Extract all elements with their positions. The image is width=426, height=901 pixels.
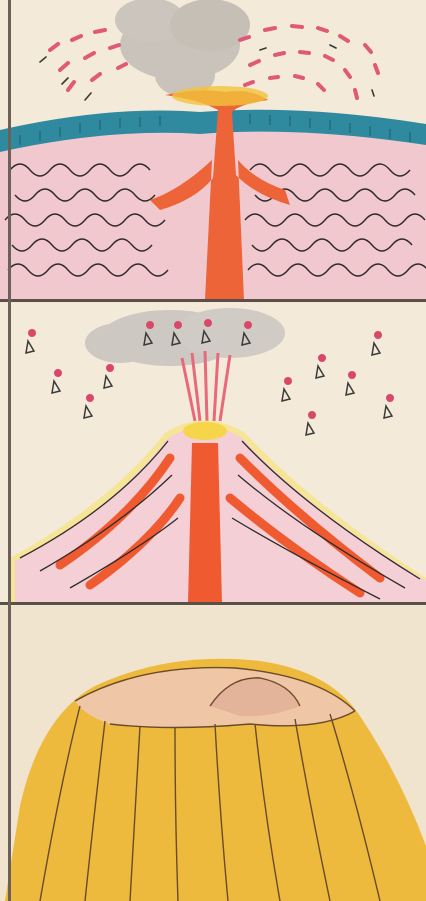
caldera-panel (0, 606, 426, 901)
panel-divider (0, 602, 426, 605)
vent-glow (183, 422, 227, 440)
eruption-drawing (0, 0, 426, 300)
frame-edge (8, 0, 11, 901)
stratovolcano-panel (0, 303, 426, 603)
vent-glow (172, 86, 268, 106)
panel-divider (0, 299, 426, 302)
central-vent (188, 443, 222, 603)
stratovolcano-drawing (0, 303, 426, 603)
caldera-drawing (0, 606, 426, 901)
eruption-panel (0, 0, 426, 300)
